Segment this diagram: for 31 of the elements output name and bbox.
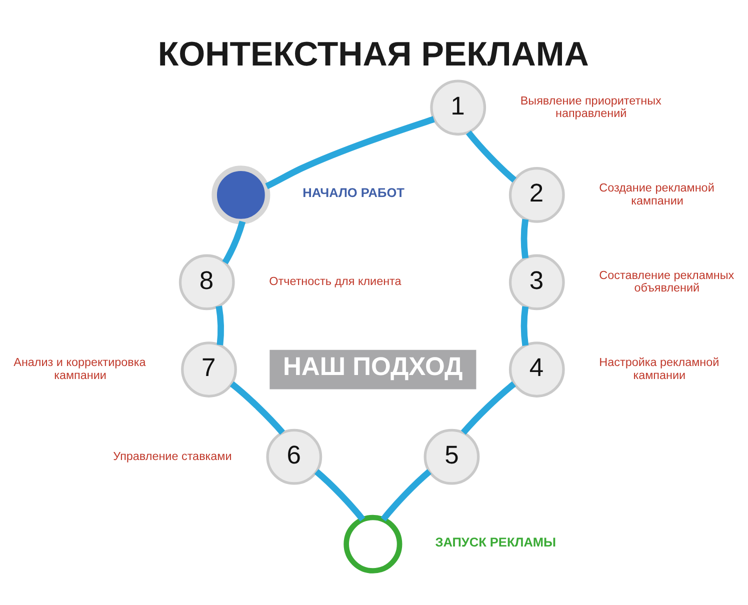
connector bbox=[314, 468, 366, 521]
node-circle: 4 bbox=[508, 341, 565, 397]
node-label: Настройка рекламной кампании bbox=[599, 356, 720, 382]
node-circle: 6 bbox=[266, 428, 322, 484]
node-circle: 3 bbox=[508, 254, 565, 310]
node-box: НАШ ПОДХОД bbox=[270, 349, 476, 389]
node-label: ЗАПУСК РЕКЛАМЫ bbox=[435, 534, 556, 549]
connector bbox=[460, 380, 516, 434]
node-circle: 1 bbox=[430, 79, 486, 136]
node-label: Создание рекламной кампании bbox=[599, 181, 714, 207]
node-label: Составление рекламных объявлений bbox=[599, 268, 734, 294]
connector bbox=[520, 306, 529, 346]
node-circle: 5 bbox=[424, 428, 480, 484]
connector bbox=[222, 220, 246, 264]
node-circle bbox=[344, 514, 402, 573]
diagram-title: КОНТЕКСТНАЯ РЕКЛАМА bbox=[158, 35, 589, 74]
node-circle bbox=[212, 165, 270, 224]
node-circle: 8 bbox=[178, 254, 235, 310]
node-circle: 7 bbox=[181, 341, 237, 397]
node-label: Анализ и корректировка кампании bbox=[14, 356, 146, 382]
connector bbox=[265, 116, 435, 189]
node-label: Управление ставками bbox=[113, 449, 232, 462]
node-label: Выявление приоритетных направлений bbox=[520, 94, 662, 120]
node-label: НАЧАЛО РАБОТ bbox=[302, 184, 404, 200]
connector bbox=[216, 305, 224, 345]
node-circle: 2 bbox=[508, 166, 565, 222]
connector bbox=[466, 130, 517, 182]
connector bbox=[520, 218, 529, 258]
connector bbox=[380, 468, 432, 521]
node-label: Отчетность для клиента bbox=[269, 274, 402, 288]
connector bbox=[230, 380, 285, 434]
